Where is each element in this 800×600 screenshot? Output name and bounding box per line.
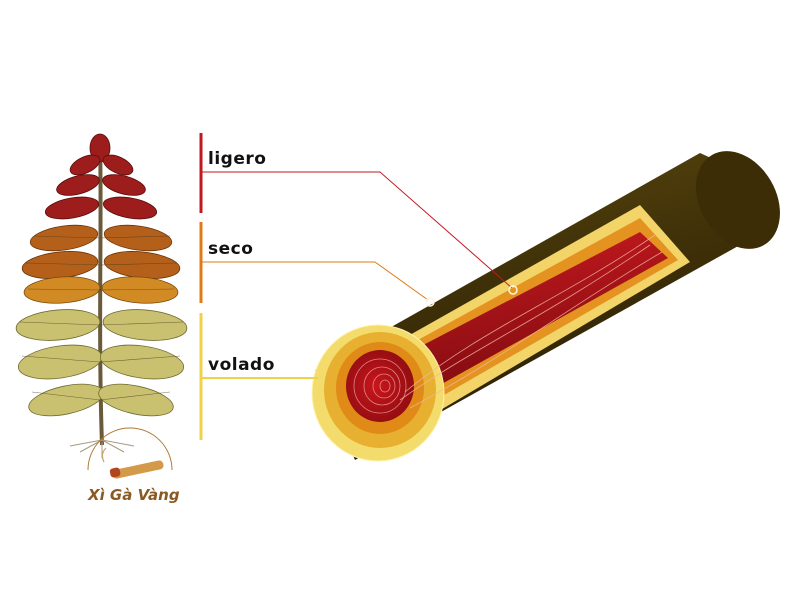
brand-name: Xì Gà Vàng: [88, 486, 180, 504]
seco-leader: [201, 261, 435, 307]
volado-label: volado: [208, 355, 275, 375]
cigar-body: [311, 151, 780, 462]
ligero-leader: [201, 171, 518, 295]
seco-label: seco: [208, 239, 254, 259]
tobacco-plant-icon: [15, 133, 188, 458]
ligero-label: ligero: [208, 149, 267, 169]
cigar-logo-icon: [87, 427, 173, 479]
